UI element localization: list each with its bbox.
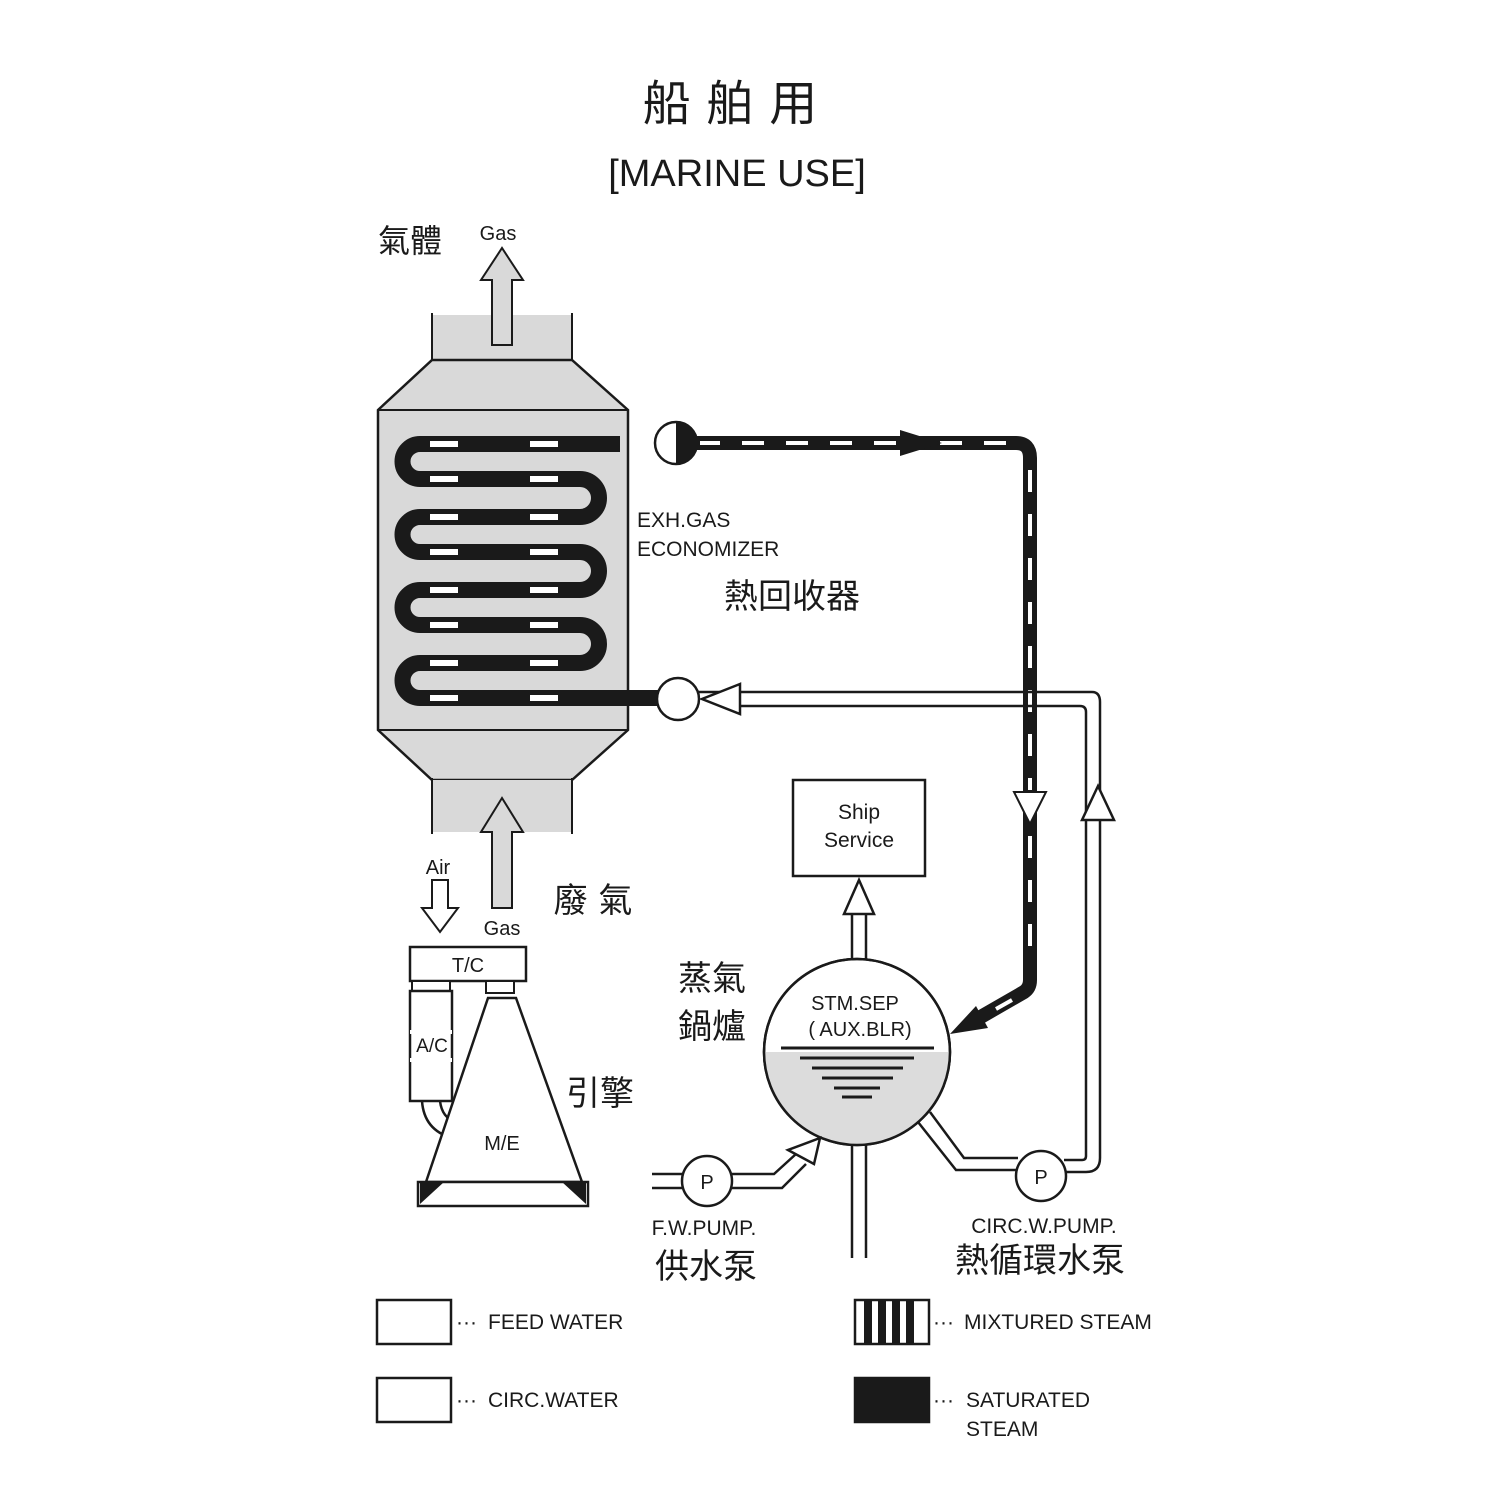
ship-service-label-1: Ship bbox=[838, 801, 880, 824]
legend-swatch-feed-water bbox=[375, 1298, 453, 1346]
engine-base bbox=[416, 1180, 590, 1208]
gas-out-label-en: Gas bbox=[480, 223, 517, 245]
engine-label-zh: 引擎 bbox=[566, 1074, 634, 1114]
ac-label: A/C bbox=[416, 1036, 448, 1057]
steam-separator bbox=[762, 957, 952, 1147]
legend-swatch-circ-water bbox=[375, 1376, 453, 1424]
turbocharger-box bbox=[408, 945, 528, 983]
legend: ··· FEED WATER ··· CIRC.WATER ··· MIXTUR… bbox=[375, 1298, 1152, 1441]
air-label: Air bbox=[426, 857, 451, 879]
circ-water-suction-line bbox=[917, 1111, 1018, 1172]
fw-pump-label-zh: 供水泵 bbox=[655, 1247, 757, 1287]
economizer-label-zh: 熱回收器 bbox=[724, 577, 860, 617]
legend-label-feed-water: FEED WATER bbox=[488, 1311, 623, 1334]
circ-pump-label-zh: 熱循環水泵 bbox=[955, 1241, 1125, 1281]
exhaust-label-zh: 廢 氣 bbox=[554, 881, 633, 921]
legend-label-saturated-steam-1: SATURATED bbox=[966, 1389, 1090, 1412]
tc-label: T/C bbox=[452, 955, 484, 977]
legend-sep-2: ··· bbox=[456, 1389, 477, 1412]
legend-sep-3: ··· bbox=[933, 1311, 954, 1334]
title-en: [MARINE USE] bbox=[608, 153, 866, 195]
circ-water-inlet-valve bbox=[655, 676, 701, 722]
title-zh: 船 舶 用 bbox=[643, 76, 818, 132]
economizer-shell bbox=[376, 358, 630, 782]
circ-water-return-line bbox=[678, 682, 1116, 1174]
ship-service-label-2: Service bbox=[824, 829, 894, 852]
steam-boiler-label-zh-1: 蒸氣 bbox=[678, 959, 746, 999]
gas-out-label-zh: 氣體 bbox=[378, 222, 442, 260]
ship-service-box bbox=[791, 778, 927, 878]
legend-label-circ-water: CIRC.WATER bbox=[488, 1389, 619, 1412]
me-label: M/E bbox=[484, 1133, 520, 1155]
gas-in-label-en: Gas bbox=[484, 918, 521, 940]
exhaust-gas-economizer bbox=[376, 313, 658, 834]
economizer-coil bbox=[394, 436, 658, 706]
legend-label-saturated-steam-2: STEAM bbox=[966, 1418, 1038, 1441]
gas-inlet-arrow bbox=[479, 796, 525, 909]
economizer-label-2: ECONOMIZER bbox=[637, 538, 779, 561]
legend-sep-4: ··· bbox=[933, 1389, 954, 1412]
legend-sep-1: ··· bbox=[456, 1311, 477, 1334]
legend-label-mixtured-steam: MIXTURED STEAM bbox=[964, 1311, 1152, 1334]
ship-service-steam-arrow bbox=[842, 876, 876, 960]
fw-pump-label-en: F.W.PUMP. bbox=[652, 1217, 757, 1240]
engine-group bbox=[408, 879, 590, 1208]
feed-water-line bbox=[652, 1136, 822, 1190]
steam-outlet-valve bbox=[653, 420, 699, 466]
stm-sep-label-1: STM.SEP bbox=[811, 993, 899, 1015]
circ-pump-symbol: P bbox=[1034, 1167, 1047, 1189]
legend-swatch-saturated-steam bbox=[853, 1376, 931, 1424]
economizer-label-1: EXH.GAS bbox=[637, 509, 730, 532]
aftercooler bbox=[408, 989, 454, 1103]
stm-sep-label-2: ( AUX.BLR) bbox=[808, 1019, 911, 1041]
feed-water-pump bbox=[680, 1154, 734, 1208]
legend-swatch-mixtured-steam bbox=[853, 1298, 931, 1346]
saturated-steam-line bbox=[676, 430, 1048, 1034]
gas-outlet-arrow bbox=[479, 246, 525, 346]
coil-dashes bbox=[430, 441, 558, 701]
air-arrow bbox=[420, 879, 460, 934]
circ-pump-label-en: CIRC.W.PUMP. bbox=[971, 1215, 1116, 1238]
steam-boiler-label-zh-2: 鍋爐 bbox=[678, 1007, 746, 1047]
circ-water-pump bbox=[1014, 1149, 1068, 1203]
fw-pump-symbol: P bbox=[700, 1172, 713, 1194]
